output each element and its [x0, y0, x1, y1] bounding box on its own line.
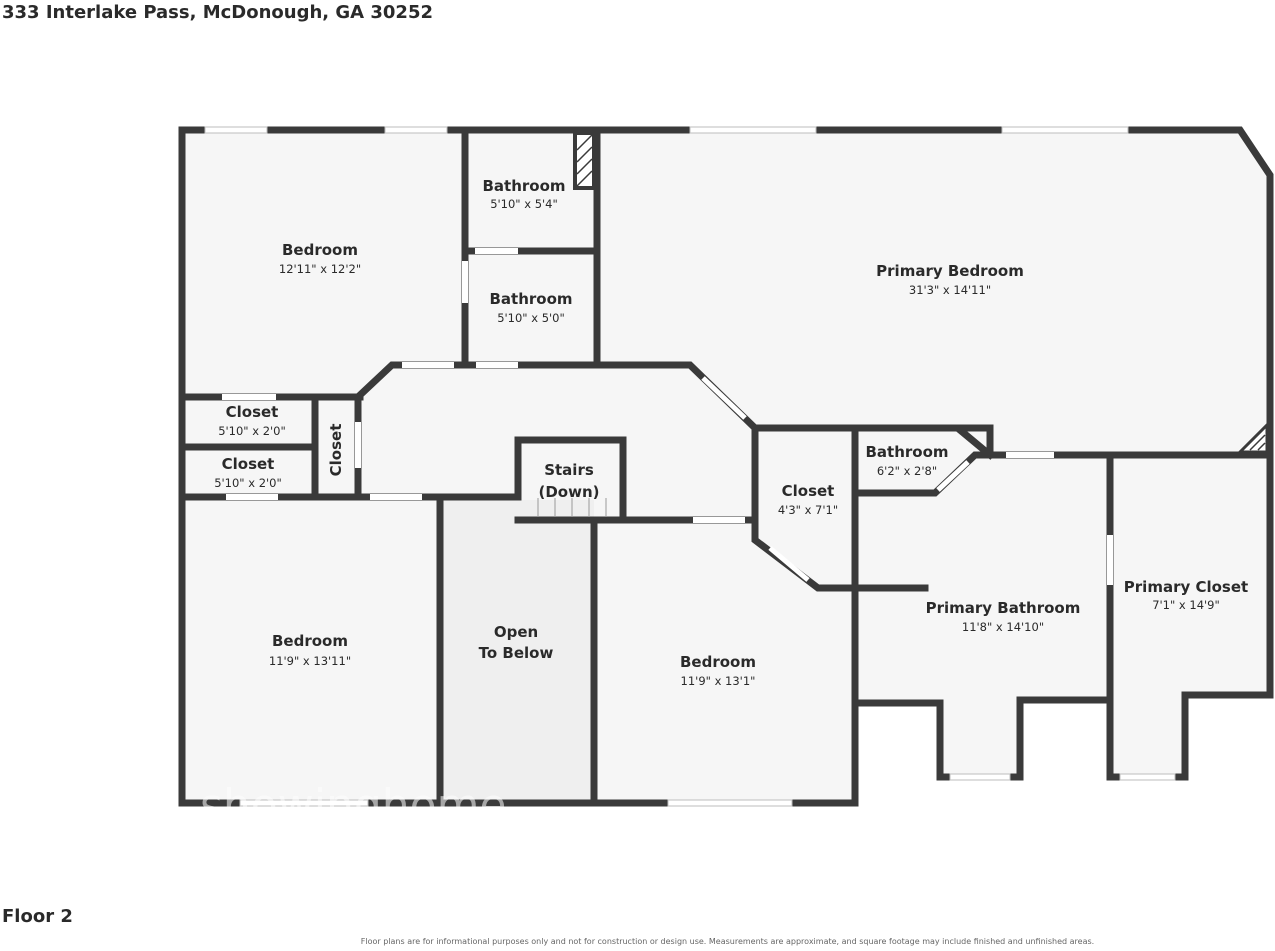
room-dims: 5'10" x 2'0" [218, 424, 286, 438]
room-name: Primary Bedroom [876, 262, 1024, 280]
room-name: Closet [327, 424, 345, 477]
room-dims: 5'10" x 5'4" [490, 197, 558, 211]
room-name: Closet [782, 482, 835, 500]
stairs-label: Stairs [544, 461, 594, 479]
room-name: Bedroom [282, 241, 358, 259]
room-dims: 12'11" x 12'2" [279, 262, 361, 276]
stairs-label: (Down) [538, 483, 599, 501]
room-name: Primary Bathroom [926, 599, 1081, 617]
room-dims: 11'9" x 13'11" [269, 654, 351, 668]
room-dims: 11'8" x 14'10" [962, 620, 1044, 634]
room-name: Closet [222, 455, 275, 473]
room-dims: 11'9" x 13'1" [681, 674, 756, 688]
property-address: 333 Interlake Pass, McDonough, GA 30252 [2, 2, 433, 23]
hatched-chase [573, 131, 596, 190]
room-dims: 4'3" x 7'1" [778, 503, 838, 517]
room-dims: 5'10" x 5'0" [497, 311, 565, 325]
stair-treads [537, 498, 607, 517]
windows [204, 126, 1176, 807]
open-to-below-area [440, 500, 594, 803]
doorways [222, 248, 1113, 585]
room-name: Bathroom [865, 443, 948, 461]
room-labels: Bedroom 12'11" x 12'2" Bathroom 5'10" x … [214, 177, 1248, 688]
room-dims: 7'1" x 14'9" [1152, 598, 1220, 612]
room-dims: 6'2" x 2'8" [877, 464, 937, 478]
room-dims: 31'3" x 14'11" [909, 283, 991, 297]
room-name: Bathroom [482, 177, 565, 195]
watermark: showinghome [200, 780, 507, 831]
walls [178, 126, 1274, 807]
floor-label: Floor 2 [2, 906, 73, 927]
room-dims: 5'10" x 2'0" [214, 476, 282, 490]
open-label: Open [494, 623, 538, 641]
corner-hatch [1236, 421, 1269, 454]
room-name: Primary Closet [1124, 578, 1248, 596]
room-name: Bedroom [272, 632, 348, 650]
room-name: Bedroom [680, 653, 756, 671]
open-label: To Below [479, 644, 554, 662]
room-name: Bathroom [489, 290, 572, 308]
disclaimer-text: Floor plans are for informational purpos… [360, 937, 1095, 946]
room-name: Closet [226, 403, 279, 421]
